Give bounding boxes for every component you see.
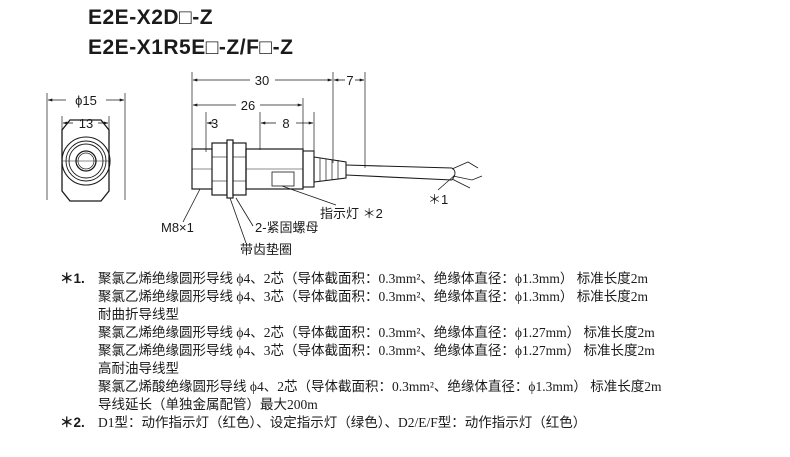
label-thread: M8×1 — [161, 220, 194, 235]
note-row-5: 聚氯乙烯绝缘圆形导线 ϕ4、3芯（导体截面积：0.3mm²、绝缘体直径：ϕ1.2… — [98, 343, 655, 358]
note-row-9: ＊2.D1型：动作指示灯（红色）、设定指示灯（绿色）、D2/E/F型：动作指示灯… — [60, 415, 587, 430]
dim-30: 30 — [255, 73, 269, 88]
note-row-4: 聚氯乙烯绝缘圆形导线 ϕ4、2芯（导体截面积：0.3mm²、绝缘体直径：ϕ1.2… — [98, 325, 655, 340]
label-indicator: 指示灯 ＊2 — [320, 206, 383, 221]
dim-7: 7 — [346, 73, 353, 88]
dim-13: 13 — [79, 116, 93, 131]
dimension-drawing: ϕ15 13 — [46, 72, 483, 257]
note-row-8: 导线延长（单独金属配管）最大200m — [98, 397, 318, 412]
dim-3: 3 — [211, 116, 218, 131]
side-view — [182, 72, 483, 244]
model-title-2: E2E-X1R5E□-Z/F□-Z — [88, 36, 294, 59]
note-row-7: 聚氯乙烯酸绝缘圆形导线 ϕ4、2芯（导体截面积：0.3mm²、绝缘体直径：ϕ1.… — [98, 379, 662, 394]
model-title-1: E2E-X2D□-Z — [88, 6, 214, 29]
dim-26: 26 — [241, 98, 255, 113]
note-row-1: ＊1.聚氯乙烯绝缘圆形导线 ϕ4、2芯（导体截面积：0.3mm²、绝缘体直径：ϕ… — [60, 271, 649, 286]
label-lock-nut: 2-紧固螺母 — [255, 220, 319, 235]
notes: ＊1.聚氯乙烯绝缘圆形导线 ϕ4、2芯（导体截面积：0.3mm²、绝缘体直径：ϕ… — [60, 270, 785, 432]
label-toothed-washer: 带齿垫圈 — [240, 242, 292, 257]
note-row-2: 聚氯乙烯绝缘圆形导线 ϕ4、3芯（导体截面积：0.3mm²、绝缘体直径：ϕ1.3… — [98, 289, 649, 304]
label-cable-ref: ＊1 — [428, 192, 448, 207]
note-row-3: 耐曲折导线型 — [98, 307, 179, 322]
front-view — [46, 93, 126, 202]
note-row-6: 高耐油导线型 — [98, 361, 179, 376]
dim-phi15: ϕ15 — [75, 93, 97, 108]
dim-8: 8 — [282, 116, 289, 131]
